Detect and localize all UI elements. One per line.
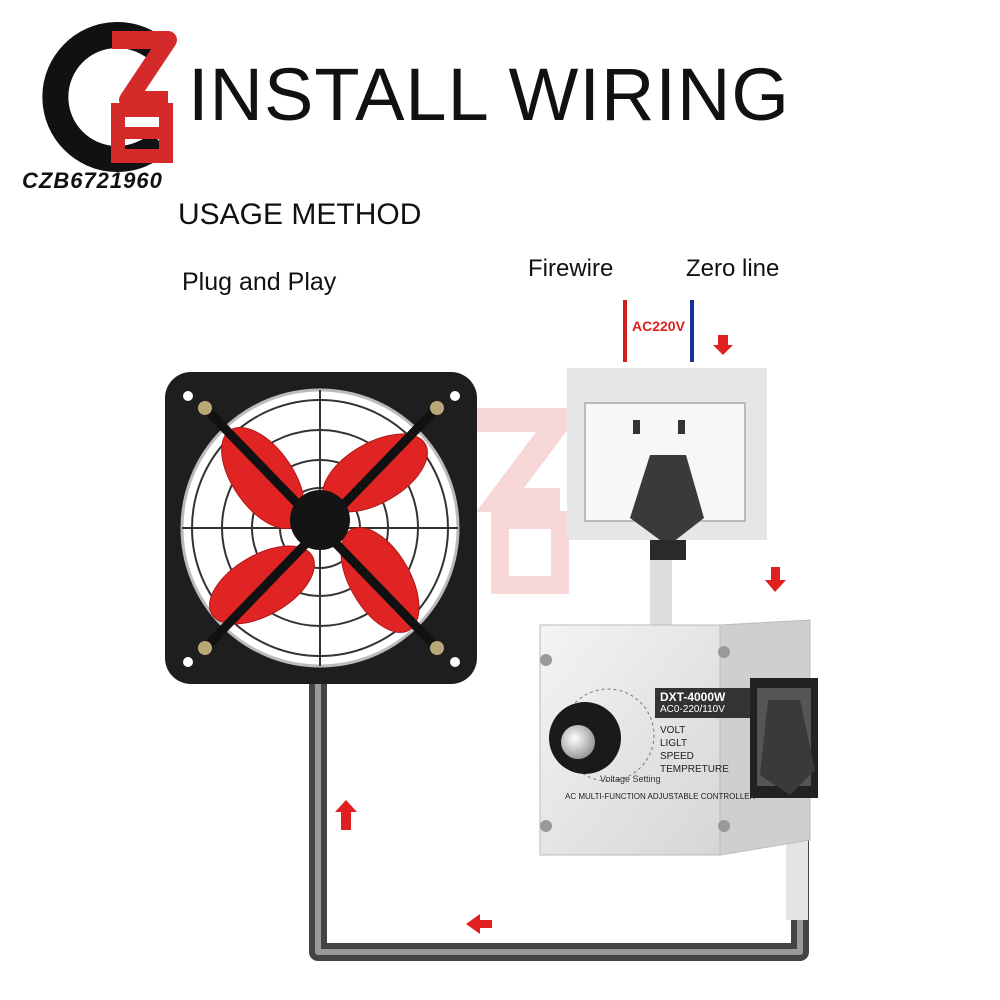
- arrow-down-icon: [713, 335, 733, 355]
- cables: [309, 555, 809, 961]
- function-item: TEMPRETURE: [660, 764, 729, 775]
- dial-caption: Voltage Setting: [600, 774, 661, 784]
- zero-line-label: Zero line: [686, 255, 780, 282]
- voltage-controller: Voltage Setting: [539, 619, 818, 856]
- function-item: VOLT: [660, 725, 686, 736]
- voltage-label: AC220V: [632, 318, 685, 334]
- page-title: INSTALL WIRING: [188, 53, 790, 136]
- arrow-left-icon: [466, 914, 492, 934]
- usage-method-heading: USAGE METHOD: [178, 198, 422, 231]
- brand-logo: [42, 22, 177, 172]
- function-item: LIGLT: [660, 738, 688, 749]
- controller-caption: AC MULTI-FUNCTION ADJUSTABLE CONTROLLER: [565, 792, 756, 801]
- arrow-down-icon: [765, 567, 786, 592]
- function-item: SPEED: [660, 751, 694, 762]
- controller-model: DXT-4000W: [660, 690, 726, 704]
- wall-socket: [567, 368, 767, 560]
- exhaust-fan: [165, 372, 477, 684]
- brand-code: CZB6721960: [22, 168, 163, 193]
- plug-and-play-label: Plug and Play: [182, 268, 337, 296]
- controller-functions: VOLT LIGLT SPEED TEMPRETURE: [660, 724, 729, 776]
- firewire-label: Firewire: [528, 255, 614, 282]
- arrow-up-icon: [335, 800, 357, 830]
- controller-rating: AC0-220/110V: [660, 704, 725, 715]
- flow-arrows: [335, 335, 786, 934]
